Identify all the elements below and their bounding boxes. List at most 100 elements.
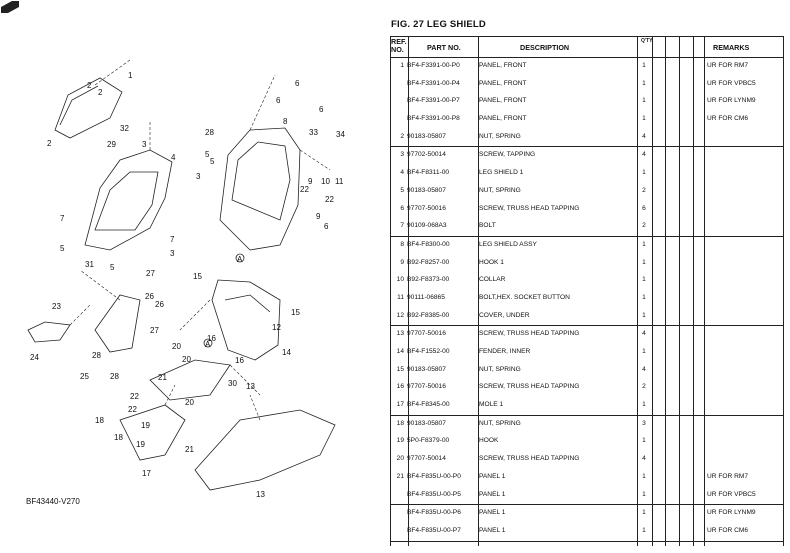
quantity-cell: 1 <box>642 276 646 284</box>
part-no-cell: BF4-F3391-00-P8 <box>407 115 460 123</box>
callout-18: 18 <box>95 416 104 425</box>
table-col-divider <box>478 36 479 546</box>
remarks-cell: UR FOR LYNM9 <box>707 509 756 517</box>
remarks-cell: UR FOR VPBC5 <box>707 490 756 498</box>
callout-16: 16 <box>207 334 216 343</box>
description-cell: NUT, SPRING <box>479 419 521 427</box>
callout-34: 34 <box>336 130 345 139</box>
description-cell: HOOK 1 <box>479 258 504 266</box>
callout-21: 21 <box>158 373 167 382</box>
ref-no-cell: 17 <box>396 401 404 409</box>
part-no-cell: BF4-F8311-00 <box>407 169 450 177</box>
callout-1: 1 <box>128 71 133 80</box>
callout-5: 5 <box>60 244 65 253</box>
part-no-cell: B92-F8257-00 <box>407 258 450 266</box>
ref-no-cell: 10 <box>396 276 404 284</box>
description-cell: NUT, SPRING <box>479 365 521 373</box>
quantity-cell: 1 <box>642 293 646 301</box>
description-cell: PANEL, FRONT <box>479 115 527 123</box>
quantity-cell: 4 <box>642 151 646 159</box>
table-left-border <box>390 36 391 546</box>
table-col-divider <box>652 36 653 546</box>
callout-22: 22 <box>128 405 137 414</box>
callout-29: 29 <box>107 140 116 149</box>
quantity-cell: 1 <box>642 311 646 319</box>
quantity-cell: 1 <box>642 240 646 248</box>
fwd-label: FWD <box>35 477 47 483</box>
callout-5: 5 <box>205 150 210 159</box>
callout-19: 19 <box>141 421 150 430</box>
table-col-divider <box>408 36 409 546</box>
callout-8: 8 <box>283 117 288 126</box>
leg-shield-1-shape <box>84 149 173 251</box>
quantity-cell: 1 <box>642 258 646 266</box>
part-no-cell: BF4-F3391-00-P0 <box>407 62 460 69</box>
part-no-cell: BF4-F835U-00-P5 <box>407 490 461 498</box>
part-no-cell: 97707-50016 <box>407 330 446 338</box>
callout-27: 27 <box>150 326 159 335</box>
remarks-cell: UR FOR RM7 <box>707 62 749 69</box>
part-no-cell: 97707-50016 <box>407 204 446 212</box>
header-ref-no: REF. NO. <box>391 37 407 54</box>
description-cell: SCREW, TRUSS HEAD TAPPING <box>479 455 580 463</box>
description-cell: SCREW, TRUSS HEAD TAPPING <box>479 330 580 338</box>
quantity-cell: 1 <box>642 79 646 87</box>
quantity-cell: 1 <box>642 348 646 355</box>
callout-26: 26 <box>145 292 154 301</box>
ref-no-cell: 19 <box>396 437 404 445</box>
callout-20: 20 <box>185 398 194 407</box>
callout-3: 3 <box>142 140 147 149</box>
quantity-cell: 2 <box>642 222 646 230</box>
parts-table: REF. NO. PART NO. DESCRIPTION Q'TY REMAR… <box>390 36 783 542</box>
quantity-cell: 1 <box>642 509 646 517</box>
ref-no-cell: 5 <box>400 186 404 194</box>
quantity-cell: 2 <box>642 383 646 391</box>
callout-19: 19 <box>136 440 145 449</box>
callout-22: 22 <box>130 392 139 401</box>
remarks-cell: UR FOR LYNM9 <box>707 97 756 105</box>
description-cell: HOOK <box>479 437 499 445</box>
description-cell: PANEL, FRONT <box>479 62 527 69</box>
callout-15: 15 <box>291 308 300 317</box>
quantity-cell: 4 <box>642 330 646 338</box>
ref-no-cell: 14 <box>396 348 404 355</box>
quantity-cell: 1 <box>642 472 646 480</box>
part-no-cell: BF4-F8300-00 <box>407 240 450 248</box>
remarks-cell: UR FOR CM6 <box>707 526 749 534</box>
description-cell: FENDER, INNER <box>479 348 531 355</box>
callout-9: 9 <box>308 177 313 186</box>
callout-17: 17 <box>142 469 151 478</box>
header-part-no: PART NO. <box>427 43 461 52</box>
under-cover-shape <box>194 409 336 491</box>
header-remarks: REMARKS <box>713 43 750 52</box>
quantity-cell: 4 <box>642 365 646 373</box>
ref-no-cell: 13 <box>396 330 404 338</box>
quantity-cell: 1 <box>642 490 646 498</box>
quantity-cell: 2 <box>642 186 646 194</box>
callout-30: 30 <box>228 379 237 388</box>
figure-title: FIG. 27 LEG SHIELD <box>391 19 486 30</box>
callout-5: 5 <box>110 263 115 272</box>
ref-no-cell: 15 <box>396 365 404 373</box>
callout-28: 28 <box>110 372 119 381</box>
description-cell: SCREW, TRUSS HEAD TAPPING <box>479 383 580 391</box>
diagram-drawing <box>27 59 336 491</box>
bracket-shape <box>27 321 71 343</box>
quantity-cell: 6 <box>642 204 646 212</box>
exploded-parts-diagram: 1 2 2 2 32 29 4 28 5 3 3 6 6 7 7 5 3 15 … <box>0 0 385 553</box>
description-cell: PANEL, FRONT <box>479 97 527 105</box>
callout-6: 6 <box>319 105 324 114</box>
